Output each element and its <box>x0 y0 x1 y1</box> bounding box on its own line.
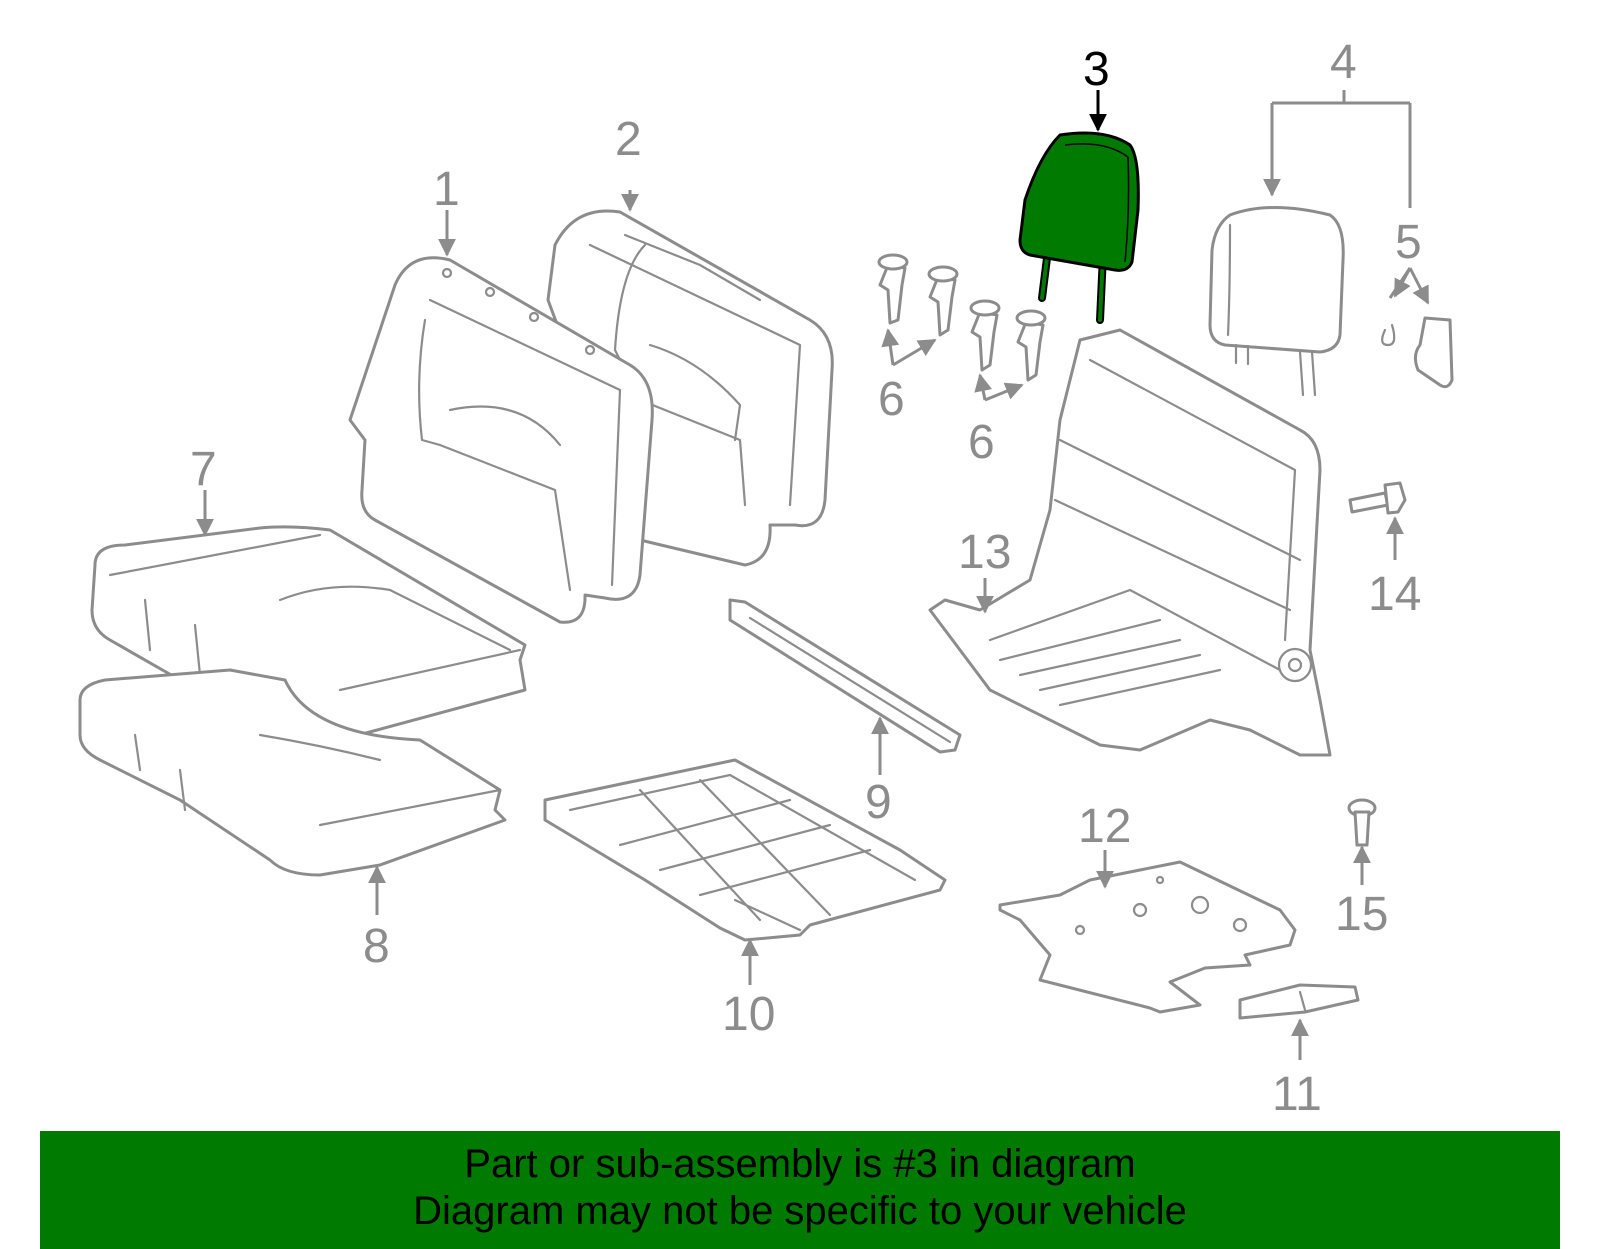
callout-12: 12 <box>1078 800 1131 853</box>
part-9-bracket <box>728 598 962 754</box>
part-12-floor-panel <box>998 860 1297 1014</box>
part-5-guide <box>1381 316 1454 389</box>
part-1-seatback-left <box>348 256 654 624</box>
callout-7: 7 <box>190 443 217 496</box>
callout-3[interactable]: 3 <box>1083 43 1110 96</box>
part-6-guides-pair-1 <box>877 253 959 337</box>
part-6-guides-pair-2 <box>969 299 1047 382</box>
callout-6b: 6 <box>968 416 995 469</box>
part-4-headrest <box>1208 206 1345 397</box>
callout-9: 9 <box>865 776 892 829</box>
callout-13: 13 <box>958 526 1011 579</box>
part-10-seat-frame <box>543 758 947 942</box>
callout-4: 4 <box>1330 36 1357 89</box>
callout-5: 5 <box>1395 216 1422 269</box>
callout-1: 1 <box>433 163 460 216</box>
callout-2: 2 <box>615 113 642 166</box>
banner-line-2: Diagram may not be specific to your vehi… <box>413 1189 1187 1233</box>
callout-14: 14 <box>1368 568 1421 621</box>
callout-8: 8 <box>363 920 390 973</box>
part-13-seat-frame <box>928 328 1332 757</box>
part-15-clip <box>1347 798 1377 847</box>
part-11-cover <box>1238 983 1360 1020</box>
info-banner: Part or sub-assembly is #3 in diagram Di… <box>40 1131 1560 1249</box>
callout-11: 11 <box>1272 1068 1322 1121</box>
callout-10: 10 <box>722 988 775 1041</box>
banner-line-1: Part or sub-assembly is #3 in diagram <box>464 1142 1136 1186</box>
callout-labels: 1 2 3 4 5 6 6 7 8 9 10 11 12 13 14 15 <box>190 36 1422 1121</box>
part-3-headrest-highlighted[interactable] <box>1018 131 1140 324</box>
part-14-bolt <box>1348 481 1407 515</box>
callout-15: 15 <box>1335 888 1388 941</box>
leader-lines <box>196 90 1430 1060</box>
callout-6a: 6 <box>878 373 905 426</box>
part-8-cushion-pad <box>78 668 507 877</box>
